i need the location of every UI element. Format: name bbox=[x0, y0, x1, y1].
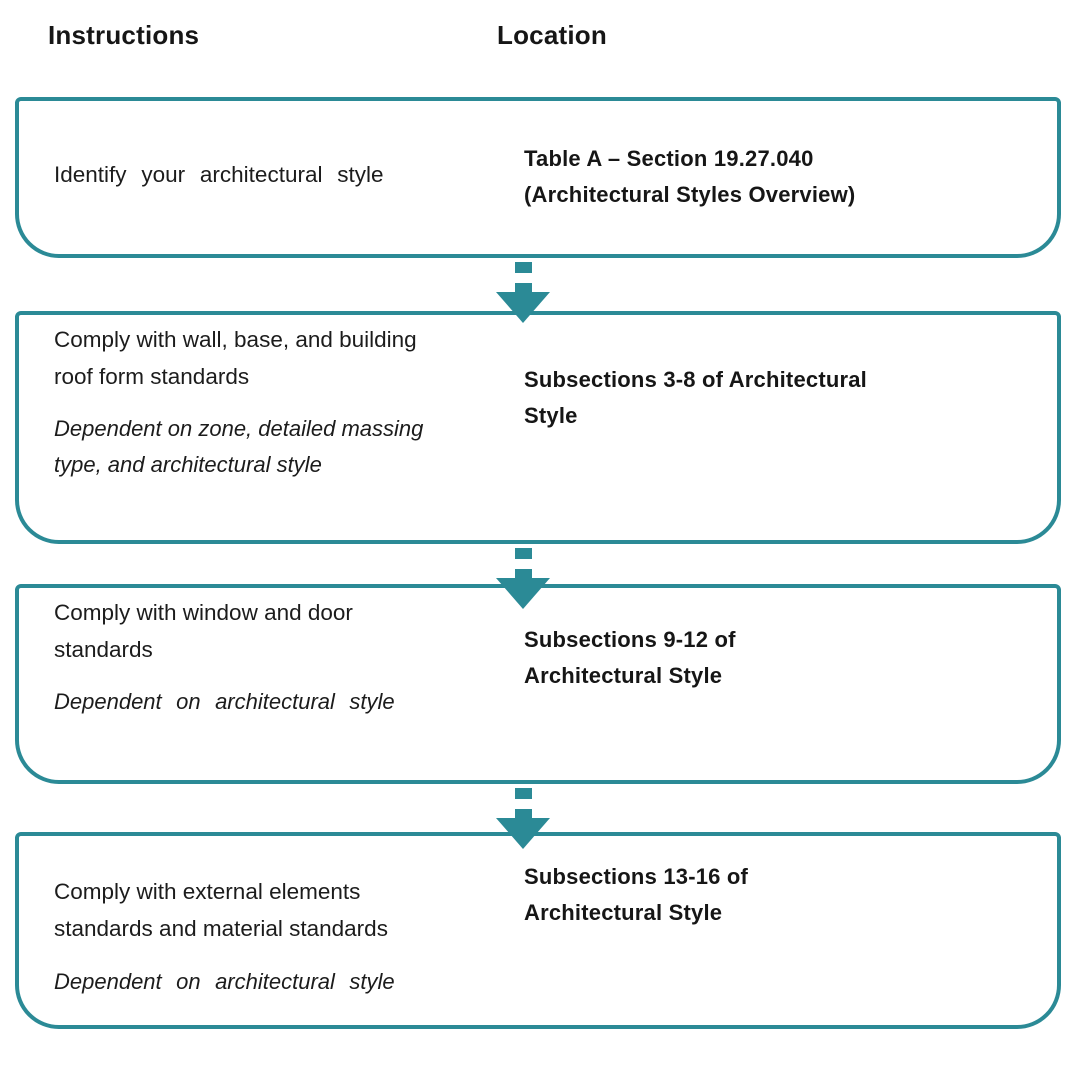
step-dependency-note: Dependent on architectural style bbox=[54, 964, 395, 1000]
note-line: Dependent on architectural style bbox=[54, 969, 395, 994]
instruction-line: standards bbox=[54, 637, 153, 662]
instructions-column-header: Instructions bbox=[48, 20, 200, 50]
step-instruction: Comply with window and door standards bbox=[54, 594, 353, 668]
step-box-wall-base-roof: Comply with wall, base, and building roo… bbox=[15, 311, 1061, 544]
location-line: (Architectural Styles Overview) bbox=[524, 182, 856, 207]
instruction-line: Comply with wall, base, and building bbox=[54, 327, 417, 352]
step-box-identify-style: Identify your architectural style Table … bbox=[15, 97, 1061, 258]
instruction-line: Comply with external elements bbox=[54, 879, 361, 904]
location-line: Architectural Style bbox=[524, 900, 723, 925]
step-instruction: Identify your architectural style bbox=[54, 156, 384, 193]
step-location: Subsections 3-8 of Architectural Style bbox=[524, 362, 867, 434]
note-line: Dependent on architectural style bbox=[54, 689, 395, 714]
instruction-line: standards and material standards bbox=[54, 916, 388, 941]
instruction-line: Identify your architectural style bbox=[54, 162, 384, 187]
location-line: Subsections 13-16 of bbox=[524, 864, 749, 889]
location-line: Subsections 3-8 of Architectural bbox=[524, 367, 867, 392]
step-dependency-note: Dependent on zone, detailed massing type… bbox=[54, 411, 423, 483]
step-location: Subsections 9-12 of Architectural Style bbox=[524, 622, 736, 694]
step-instruction: Comply with wall, base, and building roo… bbox=[54, 321, 417, 395]
instruction-line: roof form standards bbox=[54, 364, 250, 389]
step-box-external-elements: Comply with external elements standards … bbox=[15, 832, 1061, 1029]
step-instruction: Comply with external elements standards … bbox=[54, 873, 388, 947]
location-line: Table A – Section 19.27.040 bbox=[524, 146, 814, 171]
note-line: type, and architectural style bbox=[54, 452, 322, 477]
location-column-header: Location bbox=[497, 20, 607, 50]
step-location: Table A – Section 19.27.040 (Architectur… bbox=[524, 141, 855, 213]
down-arrow-icon bbox=[496, 788, 550, 849]
location-line: Architectural Style bbox=[524, 663, 723, 688]
note-line: Dependent on zone, detailed massing bbox=[54, 416, 424, 441]
instruction-line: Comply with window and door bbox=[54, 600, 353, 625]
step-dependency-note: Dependent on architectural style bbox=[54, 684, 395, 720]
down-arrow-icon bbox=[496, 262, 550, 323]
down-arrow-icon bbox=[496, 548, 550, 609]
step-location: Subsections 13-16 of Architectural Style bbox=[524, 859, 748, 931]
location-line: Subsections 9-12 of bbox=[524, 627, 736, 652]
step-box-window-door: Comply with window and door standards De… bbox=[15, 584, 1061, 784]
location-line: Style bbox=[524, 403, 578, 428]
